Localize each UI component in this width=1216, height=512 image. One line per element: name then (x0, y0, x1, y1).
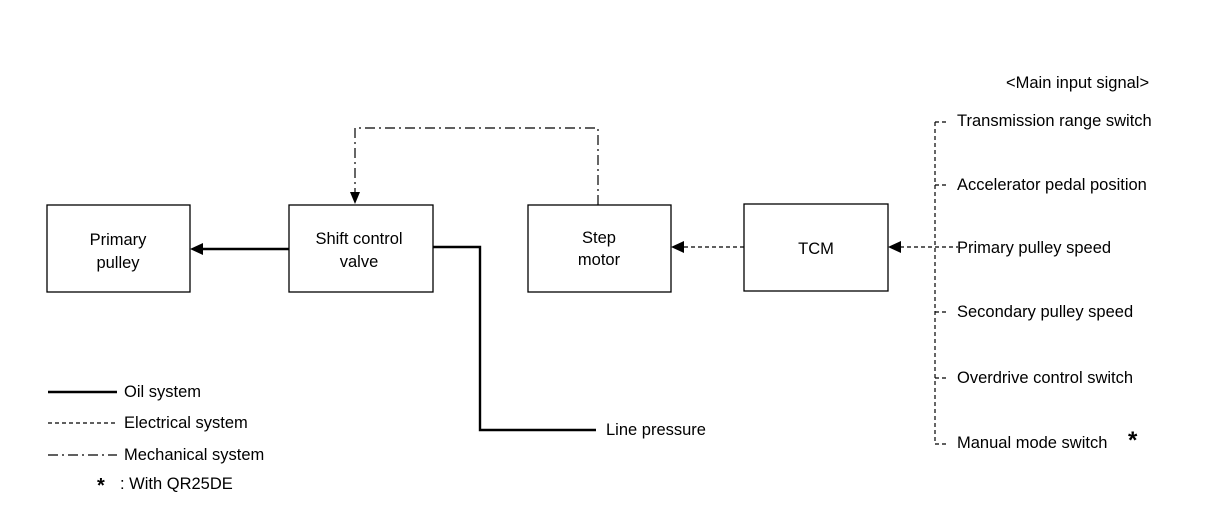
input-overdrive-control-switch: Overdrive control switch (957, 369, 1133, 387)
line-pressure-label: Line pressure (606, 421, 706, 439)
tcm-to-step-motor-signal (671, 241, 744, 253)
legend: Oil system Electrical system Mechanical … (48, 383, 264, 497)
primary-pulley-label-line2: pulley (96, 254, 140, 272)
main-input-signal-title: <Main input signal> (1006, 74, 1149, 92)
line-pressure-line (433, 245, 596, 432)
manual-mode-asterisk: * (1128, 427, 1138, 454)
tcm-label: TCM (798, 240, 834, 258)
input-secondary-pulley-speed: Secondary pulley speed (957, 303, 1133, 321)
legend-mechanical-label: Mechanical system (124, 446, 264, 464)
tcm-block: TCM (743, 203, 889, 292)
input-transmission-range-switch: Transmission range switch (957, 112, 1152, 130)
mechanical-feedback-link (350, 127, 599, 205)
primary-pulley-label-line1: Primary (90, 231, 148, 249)
legend-note-text: : With QR25DE (120, 475, 233, 493)
oil-line-to-primary-pulley (190, 243, 289, 255)
step-motor-label-line1: Step (582, 229, 616, 247)
step-motor-block: Step motor (527, 204, 672, 293)
shift-control-valve-label-line1: Shift control (315, 230, 402, 248)
legend-oil-label: Oil system (124, 383, 201, 401)
primary-pulley-block: Primary pulley (46, 204, 191, 293)
legend-note-asterisk: * (97, 475, 105, 497)
shift-control-valve-block: Shift control valve (288, 204, 434, 293)
input-signals-to-tcm (888, 121, 958, 445)
step-motor-label-line2: motor (578, 251, 621, 269)
legend-electrical-label: Electrical system (124, 414, 248, 432)
input-accelerator-pedal-position: Accelerator pedal position (957, 176, 1147, 194)
input-primary-pulley-speed: Primary pulley speed (957, 239, 1111, 257)
input-manual-mode-switch: Manual mode switch (957, 434, 1107, 452)
shift-control-valve-label-line2: valve (340, 253, 379, 271)
